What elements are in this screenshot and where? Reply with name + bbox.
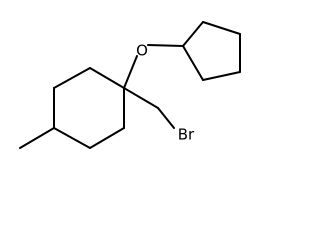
bond-ring-c4-c5 <box>53 127 91 149</box>
bond-oxygen-cyclopentyl <box>147 44 184 47</box>
bond-ch2-bromine <box>157 107 175 129</box>
bond-cp-c5-c1 <box>182 45 204 81</box>
molecule-structure: O Br <box>19 21 241 149</box>
cyclohexane-ring <box>53 67 125 149</box>
bond-ring-c2-c3 <box>53 67 91 89</box>
bond-c1-ch2 <box>123 87 159 109</box>
bond-cp-c2-c3 <box>202 21 241 35</box>
bromine-atom-label: Br <box>178 126 195 144</box>
bond-cp-c4-c5 <box>202 71 241 81</box>
oxygen-atom-label: O <box>136 42 148 60</box>
bond-ring-c1-c2 <box>89 67 125 89</box>
bond-methyl <box>19 127 55 149</box>
bond-c1-oxygen <box>123 55 138 89</box>
cyclopentane-ring <box>182 21 241 81</box>
bond-ring-c5-c6 <box>89 127 125 149</box>
bond-cp-c1-c2 <box>182 21 204 47</box>
